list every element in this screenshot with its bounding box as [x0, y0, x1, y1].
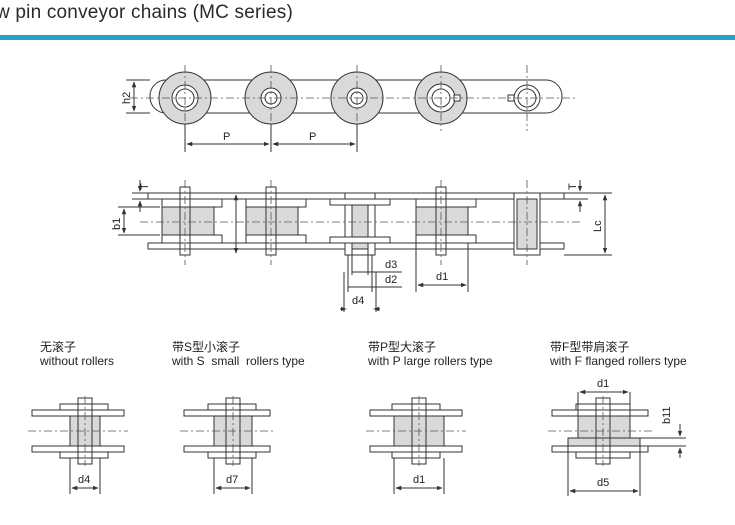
type-caption-without-rollers: 无滚子 without rollers — [40, 340, 114, 368]
type-caption-f-flanged: 带F型带肩滚子 with F flanged rollers type — [550, 340, 687, 368]
type-caption-en: with F flanged rollers type — [550, 354, 687, 368]
type-caption-zh: 带F型带肩滚子 — [550, 340, 630, 354]
page-title: w pin conveyor chains (MC series) — [0, 2, 293, 23]
dim-p-1: P — [223, 131, 230, 143]
dim-type2: d7 — [226, 474, 238, 486]
dim-type4-bottom: d5 — [597, 477, 609, 489]
type-caption-en: with S small rollers type — [172, 354, 305, 368]
dim-type3: d1 — [413, 474, 425, 486]
chain-plan-view — [147, 186, 565, 256]
dim-b1: b1 — [111, 218, 123, 230]
type-caption-zh: 带P型大滚子 — [368, 340, 437, 354]
dim-type1: d4 — [78, 474, 90, 486]
dim-d4-plan: d4 — [352, 295, 364, 307]
title-underline — [0, 35, 735, 40]
dim-type4-top: d1 — [597, 378, 609, 390]
dim-d1-plan: d1 — [436, 271, 448, 283]
type-caption-en: without rollers — [40, 354, 115, 368]
dim-t-right: T — [567, 183, 579, 190]
type-caption-s-small: 带S型小滚子 with S small rollers type — [172, 340, 305, 368]
dim-h2: h2 — [121, 92, 133, 104]
chain-side-view — [126, 65, 575, 152]
type-caption-en: with P large rollers type — [368, 354, 493, 368]
type-caption-zh: 无滚子 — [40, 340, 77, 354]
dim-d3: d3 — [385, 259, 397, 271]
dim-t-left: T — [139, 183, 151, 190]
type-caption-zh: 带S型小滚子 — [172, 340, 241, 354]
dim-d2: d2 — [385, 274, 397, 286]
type-caption-p-large: 带P型大滚子 with P large rollers type — [368, 340, 493, 368]
dim-p-2: P — [309, 131, 316, 143]
dim-lc: Lc — [592, 220, 604, 232]
dim-type4-side: b11 — [661, 406, 673, 424]
